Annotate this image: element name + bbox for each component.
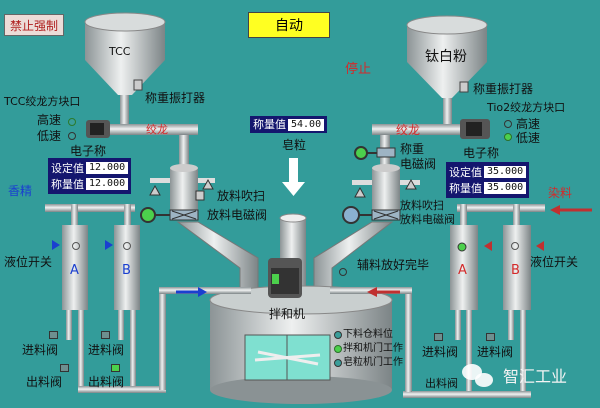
left-tanks bbox=[45, 204, 251, 393]
right-vibrator-icon[interactable] bbox=[459, 81, 469, 93]
left-high-speed-indicator bbox=[68, 118, 76, 126]
dye-label: 染料 bbox=[548, 186, 573, 200]
mixer-tank bbox=[209, 285, 393, 404]
wechat-logo-icon bbox=[462, 364, 493, 387]
left-setpoint-value[interactable]: 12.000 bbox=[86, 162, 129, 174]
right-weight-label: 称量值 bbox=[449, 181, 482, 195]
flow-arrow-red bbox=[367, 287, 377, 297]
left-blow-indicator bbox=[140, 207, 156, 223]
right-inlet-valve-b-label: 进料阀 bbox=[477, 345, 514, 359]
right-scale-label: 电子称 bbox=[463, 146, 500, 160]
soap-label: 皂粒 bbox=[282, 138, 307, 152]
right-inlet-valve-a-icon[interactable] bbox=[434, 333, 443, 341]
left-tank-a-label: A bbox=[70, 263, 79, 278]
force-disable-button[interactable]: 禁止强制 bbox=[4, 14, 64, 36]
left-inlet-valve-a-label: 进料阀 bbox=[22, 343, 59, 357]
indicator-label: 皂粒机门工作 bbox=[343, 357, 403, 368]
right-low-speed-label: 低速 bbox=[516, 131, 541, 145]
right-blow-label: 放料吹扫 bbox=[400, 199, 444, 212]
left-outlet-valve-a-label: 出料阀 bbox=[26, 375, 63, 389]
right-setpoint-label: 设定值 bbox=[449, 165, 482, 179]
left-screw-label: 绞龙 bbox=[146, 123, 168, 136]
right-weigh-valve-label-1: 称重 bbox=[400, 142, 425, 156]
indicator-label: 拌和机门工作 bbox=[343, 343, 403, 354]
watermark: 智汇工业 bbox=[503, 367, 568, 386]
left-outlet-valve-b-label: 出料阀 bbox=[88, 375, 125, 389]
right-discharge-valve-label: 放料电磁阀 bbox=[400, 213, 455, 226]
left-weight-label: 称量值 bbox=[51, 177, 84, 191]
left-blow-label: 放料吹扫 bbox=[217, 189, 266, 203]
tcc-hopper bbox=[84, 12, 166, 125]
right-high-speed-label: 高速 bbox=[516, 117, 541, 131]
left-low-speed-label: 低速 bbox=[37, 129, 62, 143]
mixer-label: 拌和机 bbox=[269, 307, 306, 321]
right-vibrator-label: 称重振打器 bbox=[473, 82, 534, 96]
tio2-hopper bbox=[406, 15, 488, 125]
right-low-speed-indicator bbox=[504, 133, 512, 141]
fragrance-label: 香精 bbox=[8, 184, 33, 198]
right-high-speed-indicator bbox=[504, 120, 512, 128]
tio2-screw-port-label: Tio2绞龙方块口 bbox=[487, 101, 566, 114]
left-inlet-valve-b-label: 进料阀 bbox=[88, 343, 125, 357]
left-vibrator-icon[interactable] bbox=[133, 79, 143, 91]
soap-down-arrow bbox=[282, 158, 305, 196]
left-inlet-valve-a-icon[interactable] bbox=[49, 331, 58, 339]
right-tank-b-label: B bbox=[511, 263, 520, 278]
tio2-hopper-label: 钛白粉 bbox=[425, 49, 467, 65]
right-inlet-valve-b-icon[interactable] bbox=[486, 333, 495, 341]
right-weight-value: 35.000 bbox=[484, 182, 527, 194]
right-weigh-hopper bbox=[372, 168, 400, 213]
left-level-switch-label: 液位开关 bbox=[4, 255, 53, 269]
aux-done-label: 辅料放好完毕 bbox=[357, 258, 430, 272]
left-discharge-valve-label: 放料电磁阀 bbox=[207, 208, 268, 222]
level-switch-a-icon bbox=[52, 240, 60, 250]
right-level-switch-label: 液位开关 bbox=[530, 255, 579, 269]
right-weigh-valve-icon[interactable] bbox=[376, 147, 396, 158]
right-blower-icon[interactable] bbox=[342, 206, 360, 224]
indicator-label: 下料仓料位 bbox=[343, 329, 393, 340]
right-tanks bbox=[330, 204, 545, 398]
left-inlet-valve-b-icon[interactable] bbox=[101, 331, 110, 339]
mixer-motor-icon[interactable] bbox=[268, 258, 302, 298]
left-outlet-valve-b-icon[interactable] bbox=[111, 364, 120, 372]
right-inlet-valve-a-label: 进料阀 bbox=[422, 345, 459, 359]
indicator-dot bbox=[334, 331, 342, 339]
right-setpoint-value[interactable]: 35.000 bbox=[484, 166, 527, 178]
soap-weight-value: 54.00 bbox=[288, 118, 325, 131]
left-chute bbox=[176, 221, 259, 296]
left-weigh-hopper bbox=[170, 168, 198, 213]
indicator-dot bbox=[334, 345, 342, 353]
right-screw-label: 绞龙 bbox=[396, 123, 421, 137]
left-outlet-valve-a-icon[interactable] bbox=[60, 364, 69, 372]
left-screw-pipe bbox=[105, 124, 198, 135]
right-outlet-valve-label: 出料阀 bbox=[425, 377, 458, 390]
right-screw-pipe bbox=[372, 124, 464, 135]
left-setpoint-label: 设定值 bbox=[51, 161, 84, 175]
soap-weight-label: 称量值 bbox=[253, 118, 286, 131]
left-vibrator-label: 称重振打器 bbox=[145, 91, 206, 105]
flow-arrow-blue bbox=[198, 287, 207, 297]
left-tank-b-label: B bbox=[122, 263, 131, 278]
left-scale-label: 电子称 bbox=[70, 144, 107, 158]
indicator-dot bbox=[334, 359, 342, 367]
dye-inlet-arrow bbox=[550, 205, 560, 215]
auto-mode-button[interactable]: 自动 bbox=[248, 12, 330, 38]
tcc-screw-port-label: TCC绞龙方块口 bbox=[4, 95, 81, 108]
stop-status[interactable]: 停止 bbox=[345, 62, 372, 77]
left-low-speed-indicator bbox=[68, 132, 76, 140]
right-screw-motor[interactable] bbox=[460, 119, 490, 139]
left-weight-value: 12.000 bbox=[86, 178, 129, 190]
aux-done-indicator bbox=[339, 268, 347, 276]
right-weigh-valve-label-2: 电磁阀 bbox=[400, 157, 437, 171]
left-high-speed-label: 高速 bbox=[37, 113, 62, 127]
right-tank-a-label: A bbox=[458, 263, 467, 278]
level-switch-b-icon bbox=[105, 240, 113, 250]
tcc-hopper-label: TCC bbox=[109, 45, 131, 58]
left-screw-motor[interactable] bbox=[86, 120, 110, 138]
